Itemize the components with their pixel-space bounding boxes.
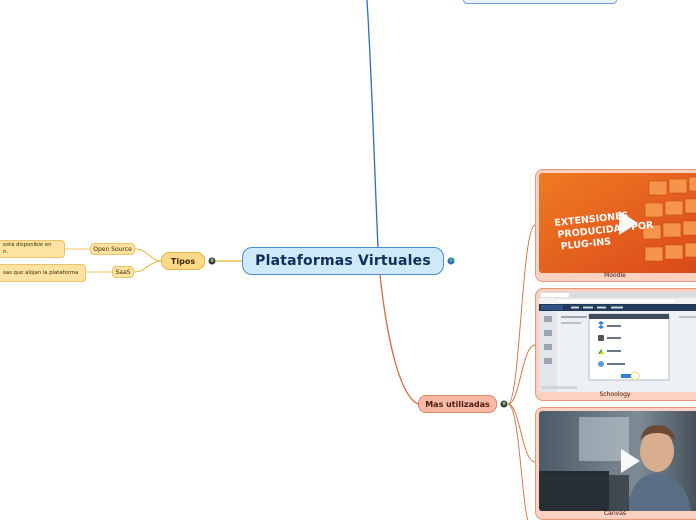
open-source-label: Open Source	[93, 245, 132, 253]
saas-node[interactable]: SaaS	[112, 266, 134, 278]
leaf-line: n.	[3, 249, 9, 255]
globe-icon[interactable]	[500, 400, 508, 408]
moodle-caption: Moodle	[604, 272, 626, 279]
central-topic-label: Plataformas Virtuales	[255, 253, 431, 269]
globe-icon[interactable]	[208, 257, 216, 265]
open-source-node[interactable]: Open Source	[90, 243, 135, 255]
mas-utilizadas-label: Mas utilizadas	[425, 399, 490, 409]
saas-description[interactable]: sas que alojan la plataforma	[0, 264, 86, 282]
globe-icon[interactable]	[447, 257, 455, 265]
canvas-card[interactable]: Canvas	[535, 407, 696, 520]
canvas-caption: Canvas	[603, 510, 627, 517]
moodle-video-thumbnail[interactable]: EXTENSIONES PRODUCIDAS POR PLUG-INS	[539, 173, 696, 273]
play-icon	[619, 211, 638, 235]
schoology-card[interactable]: Schoology	[535, 288, 696, 401]
tipos-node[interactable]: Tipos	[161, 252, 205, 270]
leaf-line: está disponible en	[3, 242, 52, 248]
mas-utilizadas-node[interactable]: Mas utilizadas	[418, 395, 497, 413]
schoology-caption: Schoology	[599, 391, 631, 398]
schoology-screenshot	[539, 292, 696, 392]
saas-label: SaaS	[115, 268, 131, 276]
play-icon	[621, 449, 640, 473]
central-topic[interactable]: Plataformas Virtuales	[242, 247, 444, 275]
moodle-card[interactable]: EXTENSIONES PRODUCIDAS POR PLUG-INS Mood…	[535, 169, 696, 282]
open-source-description[interactable]: está disponible en n.	[0, 240, 65, 258]
top-partial-node[interactable]	[463, 0, 617, 4]
schoology-screenshot-graphic	[539, 292, 696, 392]
canvas-thumbnail-graphic	[539, 411, 696, 511]
leaf-line: sas que alojan la plataforma	[3, 269, 79, 276]
canvas-video-thumbnail[interactable]	[539, 411, 696, 511]
moodle-thumb-line3: PLUG-INS	[560, 236, 611, 252]
tipos-label: Tipos	[170, 256, 196, 266]
moodle-thumbnail-graphic: EXTENSIONES PRODUCIDAS POR PLUG-INS	[539, 173, 696, 273]
